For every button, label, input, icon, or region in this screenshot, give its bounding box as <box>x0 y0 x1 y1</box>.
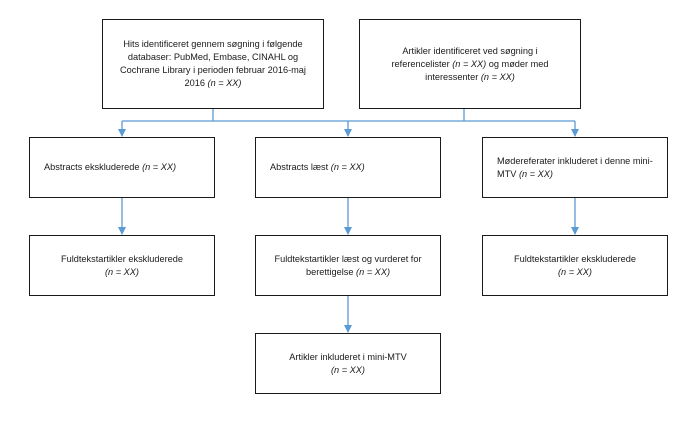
box-text-line: Hits identificeret gennem søgning i følg… <box>120 38 306 51</box>
box-text-line: Cochrane Library i perioden februar 2016… <box>120 64 306 77</box>
count-placeholder: (n = XX) <box>105 266 139 277</box>
line-text: interessenter <box>425 71 481 82</box>
box-reference-list-articles: Artikler identificeret ved søgning i refe… <box>359 19 581 109</box>
box-text-line: referencelister (n = XX) og møder med <box>391 58 548 71</box>
line-text: Fuldtekstartikler læst og vurderet for <box>274 253 422 264</box>
box-text-line: Fuldtekstartikler ekskluderede <box>514 253 636 266</box>
line-text: Cochrane Library i perioden februar 2016… <box>120 65 306 75</box>
line-text: Abstracts ekskluderede <box>44 162 143 172</box>
line-text: referencelister <box>391 58 453 69</box>
box-text-line: (n = XX) <box>514 266 636 279</box>
box-database-search-hits: Hits identificeret gennem søgning i følg… <box>102 19 324 109</box>
line-text: Fuldtekstartikler ekskluderede <box>60 253 184 264</box>
count-placeholder: (n = XX) <box>452 58 487 69</box>
box-text-line: Abstracts læst (n = XX) <box>270 161 365 174</box>
box-fulltext-excluded-left: Fuldtekstartikler ekskluderede (n = XX) <box>29 235 215 296</box>
count-placeholder: (n = XX) <box>356 266 391 277</box>
box-articles-included: Artikler inkluderet i mini-MTV (n = XX) <box>255 333 441 394</box>
box-abstracts-excluded: Abstracts ekskluderede (n = XX) <box>29 137 215 198</box>
count-placeholder: (n = XX) <box>558 266 592 277</box>
count-placeholder: (n = XX) <box>518 168 553 179</box>
count-placeholder: (n = XX) <box>331 364 365 375</box>
box-abstracts-read: Abstracts læst (n = XX) <box>255 137 441 198</box>
box-text-line: berettigelse (n = XX) <box>274 266 421 279</box>
box-meeting-references-included: Mødereferater inkluderet i denne mini- MT… <box>482 137 668 198</box>
line-text: Artikler inkluderet i mini-MTV <box>289 351 407 362</box>
box-text-line: Fuldtekstartikler ekskluderede <box>61 253 183 266</box>
box-text-line: 2016 (n = XX) <box>120 77 306 90</box>
count-placeholder: (n = XX) <box>207 78 242 88</box>
box-fulltext-read-assessed: Fuldtekstartikler læst og vurderet for be… <box>255 235 441 296</box>
count-placeholder: (n = XX) <box>142 162 177 172</box>
box-text-line: interessenter (n = XX) <box>391 71 548 84</box>
count-placeholder: (n = XX) <box>480 71 515 82</box>
line-text: Hits identificeret gennem søgning i følg… <box>123 39 303 49</box>
line-text: Abstracts læst <box>270 162 331 172</box>
line-text: Mødereferater inkluderet i denne mini- <box>497 155 653 166</box>
line-text: databaser: PubMed, Embase, CINAHL og <box>127 52 299 62</box>
box-text-line: MTV (n = XX) <box>497 168 653 181</box>
line-text: 2016 <box>184 78 208 88</box>
box-text-line: (n = XX) <box>289 364 406 377</box>
box-text-line: Fuldtekstartikler læst og vurderet for <box>274 253 421 266</box>
line-text-after: og møder med <box>486 58 549 69</box>
box-fulltext-excluded-right: Fuldtekstartikler ekskluderede (n = XX) <box>482 235 668 296</box>
count-placeholder: (n = XX) <box>330 162 365 172</box>
line-text: Artikler identificeret ved søgning i <box>402 45 538 56</box>
box-text-line: Artikler identificeret ved søgning i <box>391 45 548 58</box>
line-text: berettigelse <box>305 266 357 277</box>
box-text-line: (n = XX) <box>61 266 183 279</box>
box-text-line: Artikler inkluderet i mini-MTV <box>289 351 406 364</box>
box-text-line: Abstracts ekskluderede (n = XX) <box>44 161 176 174</box>
line-text: Fuldtekstartikler ekskluderede <box>513 253 637 264</box>
line-text: MTV <box>497 168 519 179</box>
box-text-line: databaser: PubMed, Embase, CINAHL og <box>120 51 306 64</box>
box-text-line: Mødereferater inkluderet i denne mini- <box>497 155 653 168</box>
